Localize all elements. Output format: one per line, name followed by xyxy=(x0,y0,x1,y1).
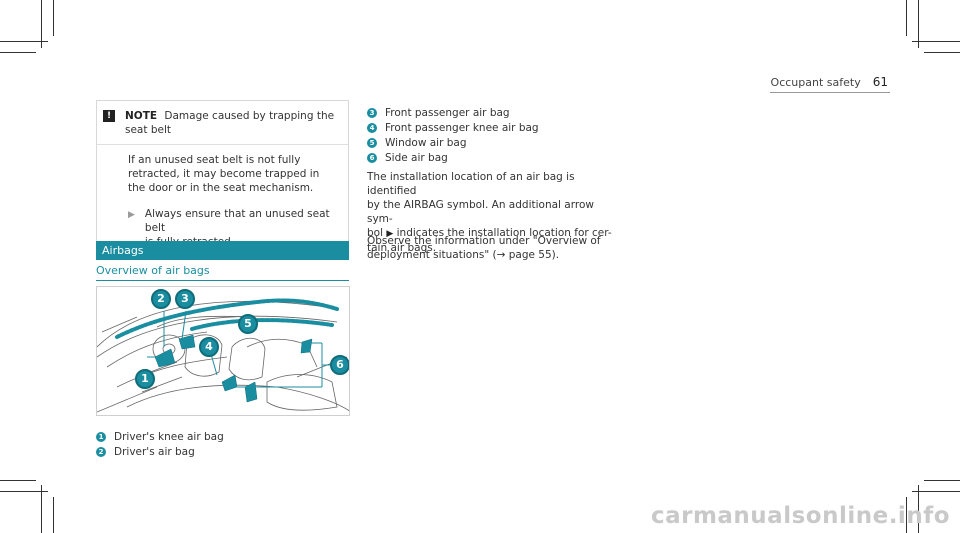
header-rule xyxy=(770,92,890,93)
callout-6: 6 xyxy=(330,355,349,375)
legend-number-badge: 1 xyxy=(96,431,106,442)
para-line: by the AIRBAG symbol. An additional arro… xyxy=(367,199,594,225)
subheading-link[interactable]: Overview of air bags xyxy=(96,264,349,281)
crop-mark xyxy=(41,485,42,533)
para-line: bol xyxy=(367,227,384,239)
legend-item: 5 Window air bag xyxy=(367,135,539,150)
legend-number-badge: 4 xyxy=(367,122,377,133)
note-action-line1: Always ensure that an unused seat belt xyxy=(144,208,330,234)
note-title: NOTE Damage caused by trapping the seat … xyxy=(125,109,334,137)
note-title-line1: Damage caused by trapping the xyxy=(164,110,335,122)
callout-3: 3 xyxy=(175,289,195,309)
note-text: If an unused seat belt is not fully retr… xyxy=(128,154,320,194)
crop-mark xyxy=(918,0,919,48)
legend-label: Window air bag xyxy=(385,136,467,149)
callout-4: 4 xyxy=(199,337,219,357)
crop-mark xyxy=(912,491,960,492)
legend-item: 4 Front passenger knee air bag xyxy=(367,120,539,135)
crop-mark xyxy=(924,480,960,481)
callout-1: 1 xyxy=(135,369,155,389)
legend-item: 3 Front passenger air bag xyxy=(367,105,539,120)
note-title-line2: seat belt xyxy=(125,124,171,136)
page-number: 61 xyxy=(872,75,888,89)
crop-mark xyxy=(912,41,960,42)
airbag-illustration: 1 2 3 4 5 6 xyxy=(96,286,350,416)
section-title: Occupant safety xyxy=(770,76,861,89)
para-line: tain air bags. xyxy=(367,242,437,254)
legend-item: 6 Side air bag xyxy=(367,150,539,165)
note-box: ! NOTE Damage caused by trapping the sea… xyxy=(96,100,349,260)
crop-mark xyxy=(924,52,960,53)
action-arrow-icon: ▶ xyxy=(128,210,135,220)
legend-right: 3 Front passenger air bag 4 Front passen… xyxy=(367,105,539,165)
legend-label: Side air bag xyxy=(385,151,448,164)
legend-item: 1 Driver's knee air bag xyxy=(96,429,224,444)
arrow-symbol-icon: ▶ xyxy=(386,229,394,239)
legend-item: 2 Driver's air bag xyxy=(96,444,224,459)
page-reference-arrow-icon: → xyxy=(496,249,506,261)
crop-mark xyxy=(0,52,36,53)
para-line: deployment situations" ( xyxy=(367,249,497,261)
legend-label: Front passenger knee air bag xyxy=(385,121,539,134)
crop-mark xyxy=(53,497,54,533)
legend-left: 1 Driver's knee air bag 2 Driver's air b… xyxy=(96,429,224,459)
crop-mark xyxy=(0,480,36,481)
crop-mark xyxy=(918,485,919,533)
page-reference-link[interactable]: page 55). xyxy=(508,249,560,261)
crop-mark xyxy=(41,0,42,48)
legend-number-badge: 6 xyxy=(367,152,377,163)
car-interior-drawing xyxy=(97,298,349,413)
crop-mark xyxy=(906,497,907,533)
callout-2: 2 xyxy=(151,289,171,309)
crop-mark xyxy=(53,0,54,36)
section-heading: Airbags xyxy=(96,241,349,260)
note-label: NOTE xyxy=(125,110,158,122)
page-header: Occupant safety 61 xyxy=(771,75,888,89)
installation-paragraph: The installation location of an air bag … xyxy=(367,170,622,255)
watermark: carmanualsonline.info xyxy=(650,503,950,529)
crop-mark xyxy=(906,0,907,36)
callout-5: 5 xyxy=(238,314,258,334)
legend-label: Driver's air bag xyxy=(114,445,195,458)
para-line: indicates the installation location for … xyxy=(396,227,612,239)
legend-label: Front passenger air bag xyxy=(385,106,510,119)
note-header: ! NOTE Damage caused by trapping the sea… xyxy=(97,101,348,145)
crop-mark xyxy=(0,41,48,42)
legend-label: Driver's knee air bag xyxy=(114,430,224,443)
para-line: Observe the information under "Overview … xyxy=(367,235,601,247)
crop-mark xyxy=(0,491,48,492)
warning-icon: ! xyxy=(103,110,115,122)
legend-number-badge: 2 xyxy=(96,446,106,457)
legend-number-badge: 3 xyxy=(367,107,377,118)
observe-paragraph: Observe the information under "Overview … xyxy=(367,234,622,262)
legend-number-badge: 5 xyxy=(367,137,377,148)
para-line: The installation location of an air bag … xyxy=(367,171,575,197)
